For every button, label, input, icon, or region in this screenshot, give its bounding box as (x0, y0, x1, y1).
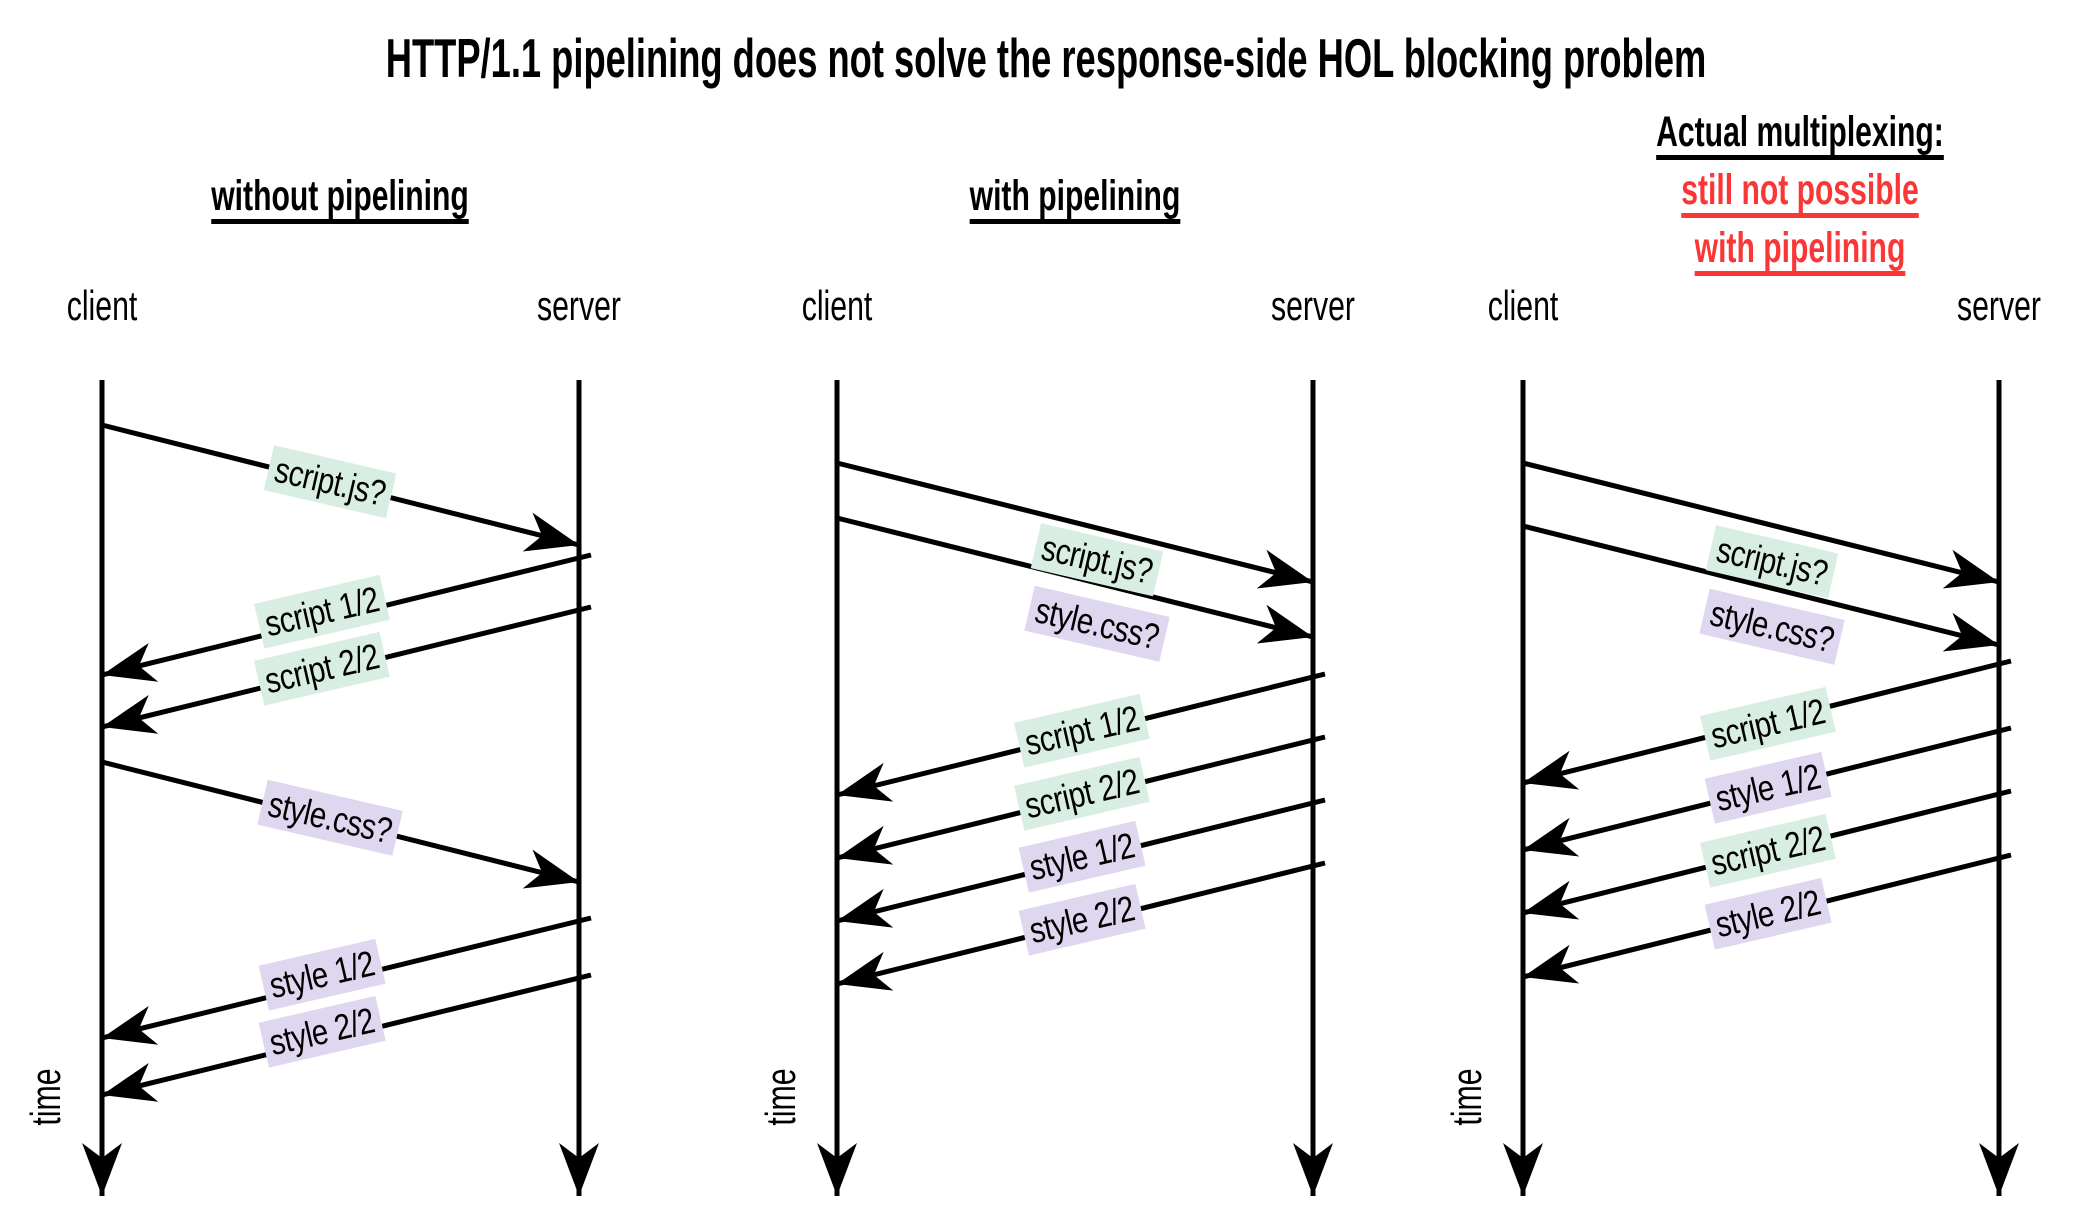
time-axis-label: time (22, 1068, 69, 1126)
time-axis-label: time (1443, 1068, 1490, 1126)
client-label: client (1487, 282, 1559, 329)
request-arrow (836, 460, 1314, 589)
time-axis-label: time (757, 1068, 804, 1126)
server-label: server (1956, 282, 2042, 329)
panel-1-header-line: without pipelining (211, 172, 469, 220)
panel-1-header: without pipelining (211, 167, 468, 225)
panel-2-header-line: with pipelining (969, 172, 1181, 220)
server-label: server (536, 282, 622, 329)
server-label: server (1270, 282, 1356, 329)
client-label: client (66, 282, 138, 329)
figure-title: HTTP/1.1 pipelining does not solve the r… (385, 27, 1707, 89)
client-label: client (801, 282, 873, 329)
panel-2-header: with pipelining (970, 167, 1181, 225)
panel-3-header-line: still not possible (1681, 166, 1919, 214)
request-arrow (1522, 460, 2000, 589)
panel-3-header: Actual multiplexing: still not possible … (1656, 103, 1944, 277)
panel-3-header-line: Actual multiplexing: (1656, 108, 1944, 156)
request-arrow (1522, 523, 2000, 652)
panel-3-header-line: with pipelining (1694, 224, 1906, 272)
